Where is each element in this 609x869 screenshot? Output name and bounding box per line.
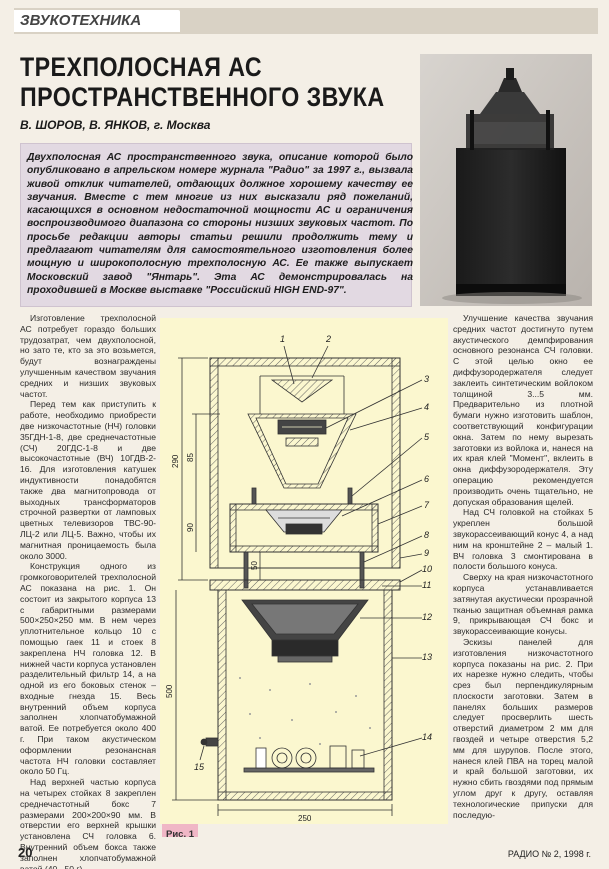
article-authors: В. ШОРОВ, В. ЯНКОВ, г. Москва: [20, 118, 211, 132]
callout-3: 3: [424, 374, 429, 384]
callout-12: 12: [422, 612, 432, 622]
callout-11: 11: [422, 580, 431, 590]
paragraph: Улучшение качества звучания средних част…: [453, 313, 593, 507]
text-column-left: Изготовление трехполосной АС потребует г…: [20, 313, 156, 869]
paragraph: Эскизы панелей для изготовления низкочас…: [453, 636, 593, 820]
section-label: ЗВУКОТЕХНИКА: [20, 12, 142, 29]
dim-50: 50: [250, 561, 259, 570]
paragraph: Над верхней частью корпуса на четырех ст…: [20, 777, 156, 869]
text-column-right: Улучшение качества звучания средних част…: [453, 313, 593, 820]
paragraph: Перед тем как приступить к работе, необх…: [20, 399, 156, 561]
paragraph: Сверху на края низкочастотного корпуса у…: [453, 572, 593, 637]
dim-290: 290: [171, 454, 180, 468]
title-line-1: ТРЕХПОЛОСНАЯ АС: [20, 52, 263, 82]
title-line-2: ПРОСТРАНСТВЕННОГО ЗВУКА: [20, 82, 385, 112]
speaker-photo: [420, 54, 592, 306]
section-header: ЗВУКОТЕХНИКА: [14, 8, 598, 34]
callout-7: 7: [424, 500, 430, 510]
drawing-svg: 1 2 3 4 5 6 7 8 9 10 11 12 13 14 15 290 …: [165, 334, 432, 823]
figure-caption: Рис. 1: [162, 824, 199, 840]
section-tab: ЗВУКОТЕХНИКА: [14, 10, 180, 32]
callout-2: 2: [325, 334, 331, 344]
speaker-photo-image: [420, 54, 592, 306]
mf-head: [265, 509, 343, 533]
callout-6: 6: [424, 474, 429, 484]
callout-1: 1: [280, 334, 285, 344]
small-cone: [270, 379, 334, 403]
dim-90: 90: [186, 523, 195, 532]
callout-10: 10: [422, 564, 432, 574]
dim-85: 85: [186, 453, 195, 462]
issue-info: РАДИО № 2, 1998 г.: [507, 849, 591, 859]
callout-4: 4: [424, 402, 429, 412]
dim-500: 500: [165, 684, 174, 698]
speaker-drawing: 1 2 3 4 5 6 7 8 9 10 11 12 13 14 15 290 …: [160, 318, 448, 824]
callout-8: 8: [424, 530, 429, 540]
abstract-text: Двухполосная АС пространственного звука,…: [27, 152, 413, 296]
callout-15: 15: [194, 762, 205, 772]
paragraph: Изготовление трехполосной АС потребует г…: [20, 313, 156, 399]
page-number: 20: [18, 845, 33, 860]
paragraph: Над СЧ головкой на стойках 5 укреплен бо…: [453, 507, 593, 572]
callout-14: 14: [422, 732, 432, 742]
abstract-box: Двухполосная АС пространственного звука,…: [20, 143, 413, 307]
article-title: ТРЕХПОЛОСНАЯ АС ПРОСТРАНСТВЕННОГО ЗВУКА: [20, 52, 385, 112]
callout-5: 5: [424, 432, 430, 442]
callout-13: 13: [422, 652, 432, 662]
figure-caption-text: Рис. 1: [166, 829, 195, 840]
crossover-filter: [243, 745, 375, 773]
dim-250: 250: [298, 814, 312, 823]
callout-9: 9: [424, 548, 429, 558]
paragraph: Конструкция одного из громкоговорителей …: [20, 561, 156, 777]
